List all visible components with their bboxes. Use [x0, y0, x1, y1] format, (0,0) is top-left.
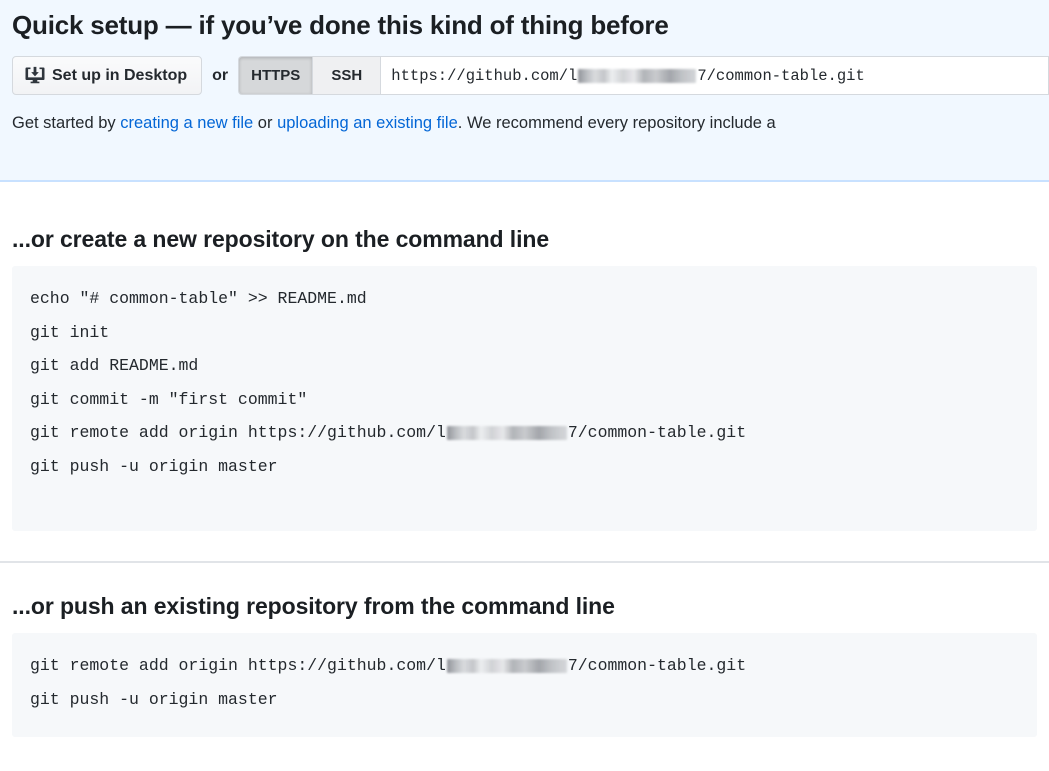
code-line: git remote add origin https://github.com…	[30, 416, 1021, 450]
code-line: git push -u origin master	[30, 456, 278, 476]
code-line-prefix: git remote add origin https://github.com…	[30, 656, 446, 675]
set-up-in-desktop-button[interactable]: Set up in Desktop	[12, 56, 203, 95]
code-line-suffix: 7/common-table.git	[567, 656, 747, 675]
push-existing-repo-code-block[interactable]: git remote add origin https://github.com…	[12, 633, 1037, 737]
or-label: or	[212, 66, 229, 84]
get-started-suffix: . We recommend every repository include …	[457, 114, 776, 132]
code-line: git commit -m "first commit"	[30, 389, 308, 409]
push-existing-repo-section: ...or push an existing repository from t…	[0, 591, 1049, 737]
push-existing-repo-heading: ...or push an existing repository from t…	[12, 593, 615, 619]
protocol-tab-ssh[interactable]: SSH	[312, 56, 381, 95]
clone-url-input[interactable]: https://github.com/l 7/common-table.git	[380, 56, 1049, 95]
redacted-username	[446, 658, 567, 673]
protocol-tab-https-label: HTTPS	[251, 67, 301, 84]
section-one-spacer	[0, 182, 1049, 224]
get-started-text: Get started by creating a new file or up…	[12, 111, 1049, 135]
clone-controls-row: Set up in Desktop or HTTPS SSH https://g…	[12, 56, 1049, 95]
code-line: git remote add origin https://github.com…	[30, 649, 1021, 683]
redacted-username	[446, 425, 567, 440]
quick-setup-banner: Quick setup — if you’ve done this kind o…	[0, 0, 1049, 182]
clone-url-prefix: https://github.com/l	[391, 66, 578, 85]
clone-url-suffix: 7/common-table.git	[697, 66, 865, 85]
create-new-file-link[interactable]: creating a new file	[120, 114, 254, 132]
code-line-prefix: git remote add origin https://github.com…	[30, 423, 446, 442]
get-started-middle: or	[253, 114, 278, 132]
redacted-username	[578, 68, 697, 83]
create-new-repo-heading: ...or create a new repository on the com…	[12, 226, 550, 252]
desktop-download-icon	[25, 66, 45, 86]
code-line: echo "# common-table" >> README.md	[30, 289, 367, 308]
code-line: git init	[30, 322, 110, 342]
section-two-spacer	[0, 563, 1049, 591]
code-line: git push -u origin master	[30, 689, 278, 709]
page-title: Quick setup — if you’ve done this kind o…	[12, 10, 669, 40]
protocol-tab-https[interactable]: HTTPS	[238, 56, 313, 95]
create-new-repo-code-block[interactable]: echo "# common-table" >> README.md git i…	[12, 266, 1037, 531]
code-line-suffix: 7/common-table.git	[567, 423, 747, 442]
code-line: git add README.md	[30, 356, 199, 375]
protocol-tab-ssh-label: SSH	[331, 67, 363, 84]
upload-existing-file-link[interactable]: uploading an existing file	[277, 114, 458, 132]
set-up-in-desktop-label: Set up in Desktop	[52, 66, 188, 84]
create-new-repo-section: ...or create a new repository on the com…	[0, 224, 1049, 531]
clone-url-group: HTTPS SSH https://github.com/l 7/common-t…	[238, 56, 1049, 95]
get-started-prefix: Get started by	[12, 114, 121, 132]
section-divider	[0, 561, 1049, 563]
